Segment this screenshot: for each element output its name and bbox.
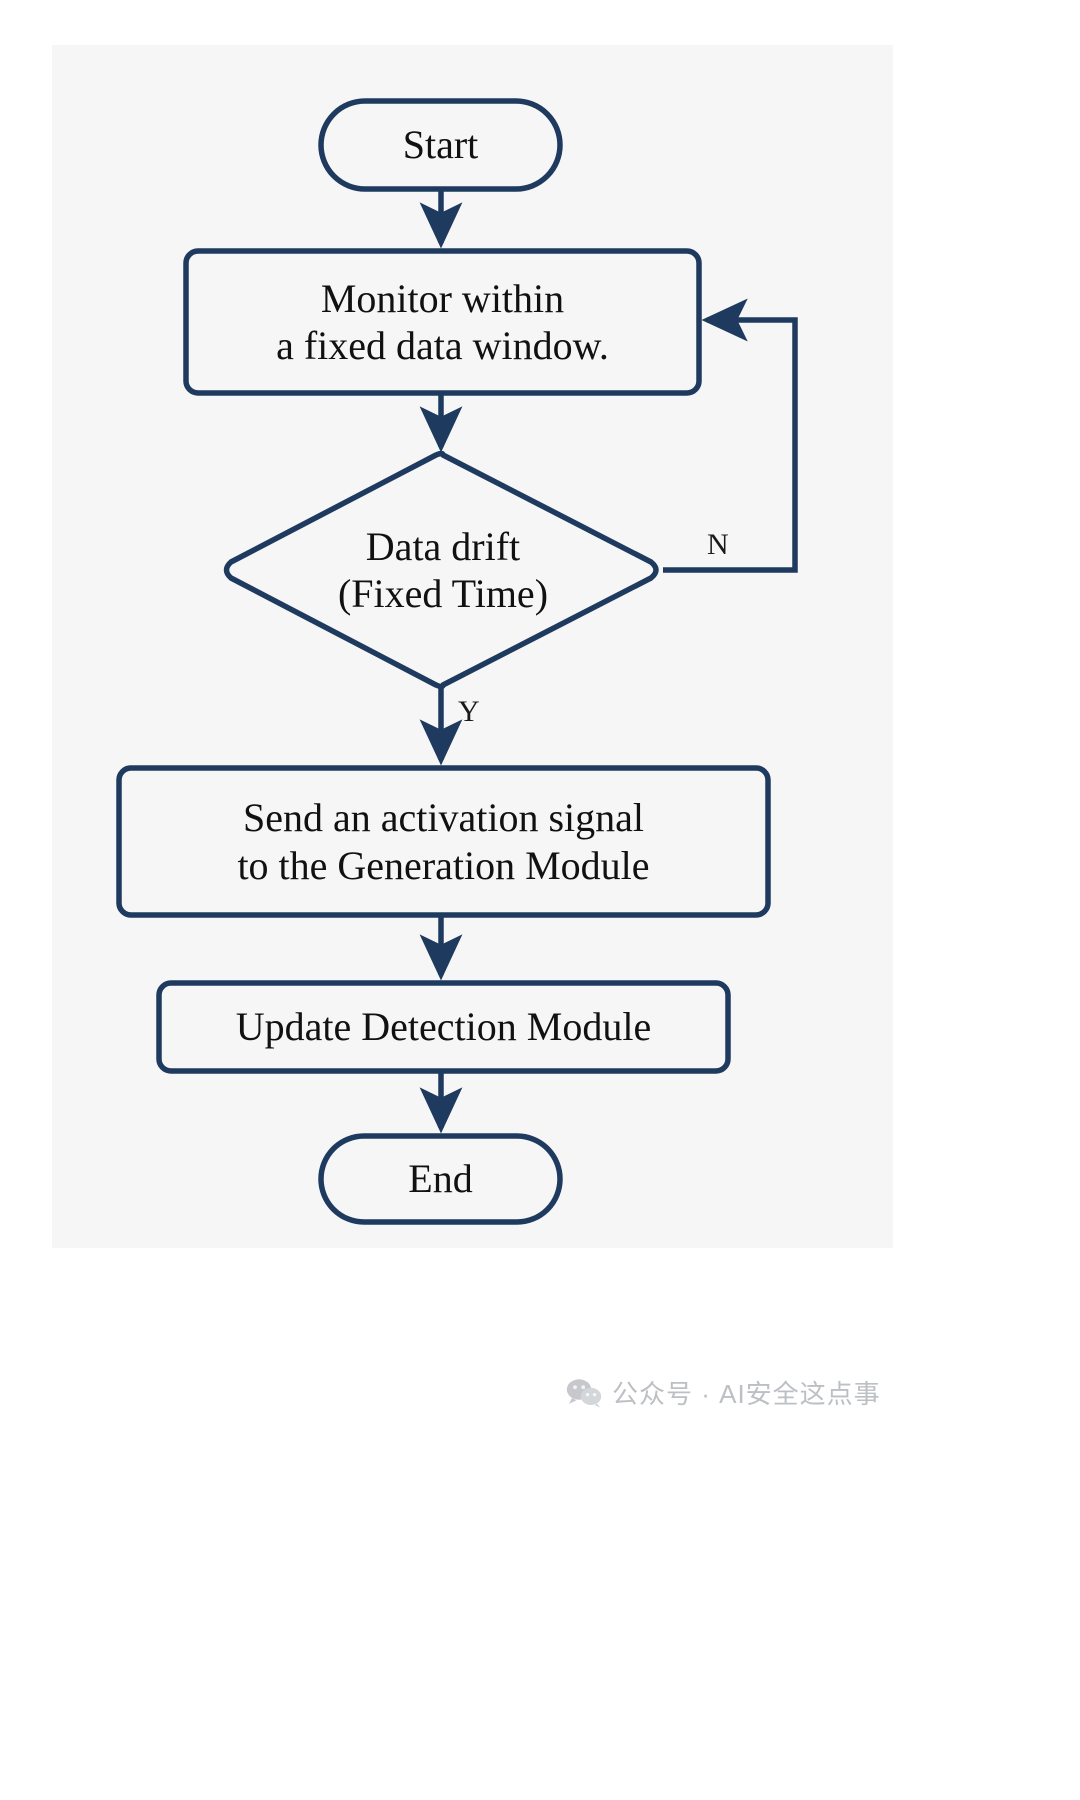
edge-label-y: Y	[458, 695, 480, 728]
node-update[interactable]	[159, 983, 728, 1071]
node-start[interactable]	[321, 101, 560, 189]
node-end[interactable]	[321, 1136, 560, 1222]
node-decision[interactable]	[231, 455, 663, 688]
node-monitor[interactable]	[186, 251, 699, 393]
watermark: 公众号 · AI安全这点事	[566, 1374, 881, 1411]
node-send[interactable]	[119, 768, 768, 915]
watermark-text: 公众号 · AI安全这点事	[612, 1379, 881, 1409]
wechat-icon	[566, 1378, 602, 1408]
edge-label-n: N	[707, 528, 729, 561]
